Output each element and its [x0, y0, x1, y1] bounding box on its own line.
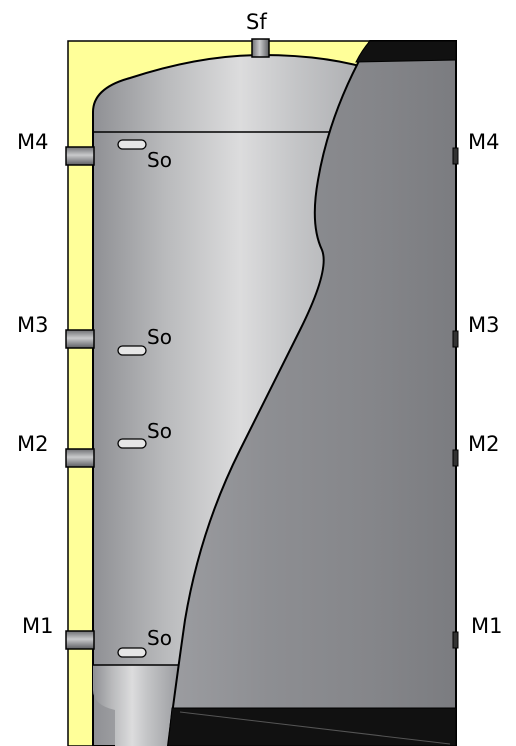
label-right-m2: M2 — [468, 432, 499, 456]
left-pipe-m2 — [65, 448, 95, 468]
label-left-m1: M1 — [22, 614, 53, 638]
sensor-sleeve-2 — [117, 345, 147, 356]
label-so-3: So — [147, 419, 172, 443]
left-pipe-m4 — [65, 146, 95, 166]
left-pipe-m3 — [65, 329, 95, 349]
label-so-1: So — [147, 148, 172, 172]
label-so-4: So — [147, 626, 172, 650]
right-pipe-m2 — [452, 449, 459, 467]
sensor-sleeve-1 — [117, 139, 147, 150]
label-sf: Sf — [246, 10, 267, 34]
jacket-bottom-highlight — [179, 711, 451, 745]
jacket-top-band — [355, 40, 457, 63]
label-left-m3: M3 — [17, 313, 48, 337]
right-pipe-m4 — [452, 147, 459, 165]
sensor-sleeve-3 — [117, 438, 147, 449]
label-so-2: So — [147, 325, 172, 349]
label-left-m2: M2 — [17, 432, 48, 456]
label-right-m4: M4 — [468, 130, 499, 154]
label-right-m3: M3 — [468, 313, 499, 337]
insulation-jacket — [166, 40, 457, 746]
tank-bottom — [93, 665, 180, 746]
sensor-sleeve-4 — [117, 647, 147, 658]
jacket-bottom-band — [167, 707, 457, 746]
left-pipe-m1 — [65, 630, 95, 650]
top-pipe — [251, 38, 270, 58]
label-right-m1: M1 — [471, 614, 502, 638]
right-pipe-m1 — [452, 631, 459, 649]
label-left-m4: M4 — [17, 130, 48, 154]
right-pipe-m3 — [452, 330, 459, 348]
